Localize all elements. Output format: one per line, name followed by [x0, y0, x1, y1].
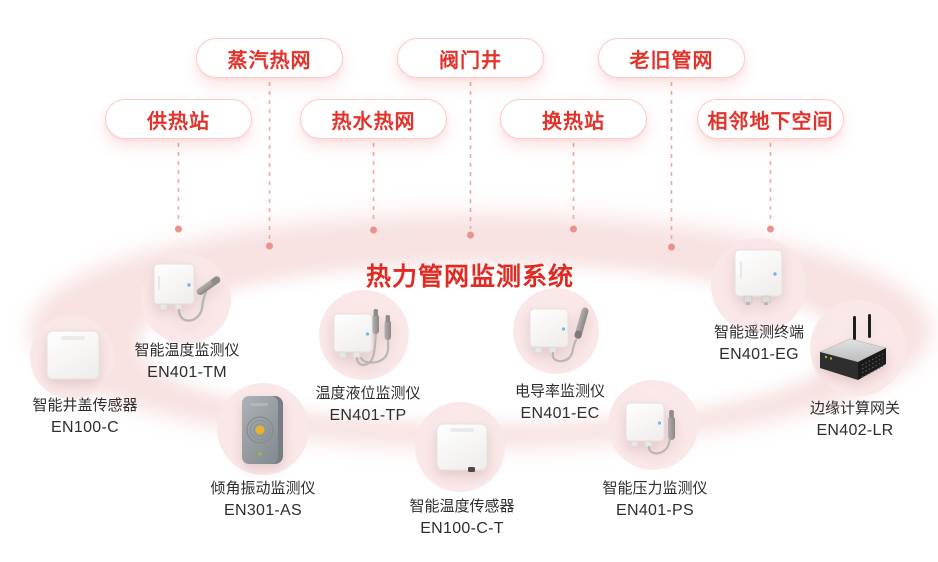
device-label: 智能遥测终端 EN401-EG — [674, 322, 844, 366]
pill-valve-well[interactable]: 阀门井 — [397, 38, 544, 78]
manhole-cover-sensor-icon — [46, 330, 100, 380]
connector-dot — [668, 243, 675, 251]
conductivity-monitor-icon — [529, 307, 589, 363]
device-name: 智能温度传感器 — [409, 498, 515, 515]
device-name: 智能压力监测仪 — [602, 480, 708, 497]
edge-gateway-icon — [819, 314, 887, 380]
device-label: 智能压力监测仪 EN401-PS — [570, 478, 740, 522]
device-model: EN301-AS — [224, 502, 302, 519]
device-model: EN401-TM — [147, 364, 227, 381]
pill-old-pipe-network[interactable]: 老旧管网 — [598, 38, 745, 78]
tilt-vibration-monitor-icon — [242, 396, 283, 464]
device-label: 电导率监测仪 EN401-EC — [475, 381, 645, 425]
device-label: 智能温度传感器 EN100-C-T — [377, 496, 547, 540]
connector-dot — [467, 231, 474, 239]
pill-label: 蒸汽热网 — [227, 49, 312, 72]
temperature-level-monitor-icon — [333, 309, 391, 366]
diagram-title: 热力管网监测系统 — [365, 263, 574, 291]
device-model: EN401-PS — [616, 502, 694, 519]
pill-label: 热水热网 — [331, 110, 416, 133]
device-label: 智能温度监测仪 EN401-TM — [102, 340, 272, 384]
pill-label: 阀门井 — [439, 49, 502, 72]
pill-heating-station[interactable]: 供热站 — [105, 99, 252, 139]
telemetry-terminal-icon — [734, 249, 783, 305]
pill-heat-exchange-station[interactable]: 换热站 — [500, 99, 647, 139]
device-model: EN401-EG — [719, 346, 799, 363]
device-label: 边缘计算网关 EN402-LR — [770, 398, 938, 442]
device-model: EN100-C — [51, 419, 119, 436]
pill-label: 供热站 — [147, 110, 210, 133]
device-name: 倾角振动监测仪 — [210, 480, 316, 497]
device-label: 倾角振动监测仪 EN301-AS — [178, 478, 348, 522]
device-name: 智能遥测终端 — [713, 324, 804, 341]
pill-label: 换热站 — [542, 110, 605, 133]
pill-hot-water-network[interactable]: 热水热网 — [300, 99, 447, 139]
pill-adjacent-underground-space[interactable]: 相邻地下空间 — [697, 99, 844, 139]
device-model: EN401-EC — [520, 405, 600, 422]
device-label: 智能井盖传感器 EN100-C — [0, 395, 170, 439]
device-name: 智能井盖传感器 — [32, 397, 138, 414]
device-name: 温度液位监测仪 — [315, 385, 421, 402]
pill-steam-heat-network[interactable]: 蒸汽热网 — [196, 38, 343, 78]
pressure-monitor-icon — [625, 402, 675, 455]
temperature-monitor-icon — [153, 263, 221, 322]
connector-dot — [570, 225, 577, 233]
temperature-sensor-icon — [436, 423, 488, 472]
device-model: EN401-TP — [329, 407, 407, 424]
pill-label: 相邻地下空间 — [707, 110, 834, 133]
device-name: 电导率监测仪 — [514, 383, 605, 400]
device-name: 智能温度监测仪 — [134, 342, 240, 359]
device-label: 温度液位监测仪 EN401-TP — [283, 383, 453, 427]
connector-dot — [266, 242, 273, 250]
connector-dot — [175, 225, 182, 233]
pill-label: 老旧管网 — [629, 49, 714, 72]
connector-dot — [370, 226, 377, 234]
connector-dot — [767, 225, 774, 233]
device-model: EN402-LR — [816, 422, 894, 439]
device-name: 边缘计算网关 — [809, 400, 900, 417]
device-model: EN100-C-T — [420, 520, 504, 537]
